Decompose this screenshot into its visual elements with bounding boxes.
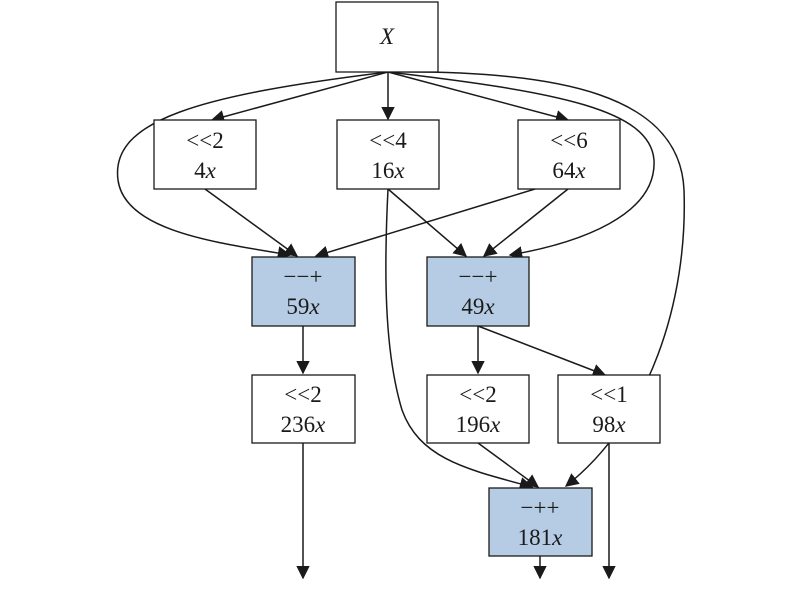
- node-add-181x: −++ 181x: [488, 487, 593, 557]
- node-value-label: 64x: [552, 158, 586, 183]
- node-value-label: 49x: [461, 294, 495, 319]
- node-value-label: 16x: [371, 158, 405, 183]
- edge-shl6-to-add49: [482, 188, 569, 257]
- node-shl2-4x: <<2 4x: [153, 119, 257, 190]
- node-op-label: <<2: [459, 382, 496, 407]
- node-shl4-16x: <<4 16x: [336, 119, 440, 190]
- edge-x-to-shl6: [387, 71, 570, 124]
- edge-shl2-196-to-add181: [477, 442, 540, 488]
- edge-add49-to-shl1-98: [477, 325, 607, 377]
- edge-shl2-to-add59: [204, 188, 299, 257]
- node-value-label: 4x: [194, 158, 217, 183]
- node-shl2-196x: <<2 196x: [426, 374, 530, 444]
- node-op-label: <<4: [369, 128, 407, 153]
- edge-shl4-to-add181: [385, 188, 534, 491]
- node-value-label: 181x: [518, 525, 564, 550]
- node-value-label: 236x: [281, 412, 327, 437]
- node-op-label: <<1: [590, 382, 627, 407]
- edge-x-to-add59: [116, 71, 389, 260]
- node-add-49x: −−+ 49x: [426, 256, 530, 327]
- edge-shl6-to-add59: [314, 188, 536, 259]
- node-value-label: 59x: [286, 294, 320, 319]
- node-value-label: 196x: [456, 412, 502, 437]
- node-op-label: <<2: [284, 382, 321, 407]
- edge-shl4-to-add49: [387, 188, 468, 257]
- node-op-label: −−+: [459, 264, 498, 289]
- node-value-label: 98x: [592, 412, 626, 437]
- node-op-label: −−+: [284, 264, 323, 289]
- node-x-label: X: [379, 24, 395, 49]
- node-op-label: <<2: [186, 128, 223, 153]
- node-op-label: −++: [521, 495, 560, 520]
- node-add-59x: −−+ 59x: [251, 256, 356, 327]
- edge-x-to-add49: [387, 71, 655, 260]
- edge-x-to-shl2: [210, 71, 389, 124]
- node-shl6-64x: <<6 64x: [517, 119, 621, 190]
- node-shl2-236x: <<2 236x: [251, 374, 356, 444]
- node-x: X: [335, 1, 439, 73]
- edges: [116, 71, 686, 580]
- node-op-label: <<6: [550, 128, 587, 153]
- node-shl1-98x: <<1 98x: [557, 374, 661, 444]
